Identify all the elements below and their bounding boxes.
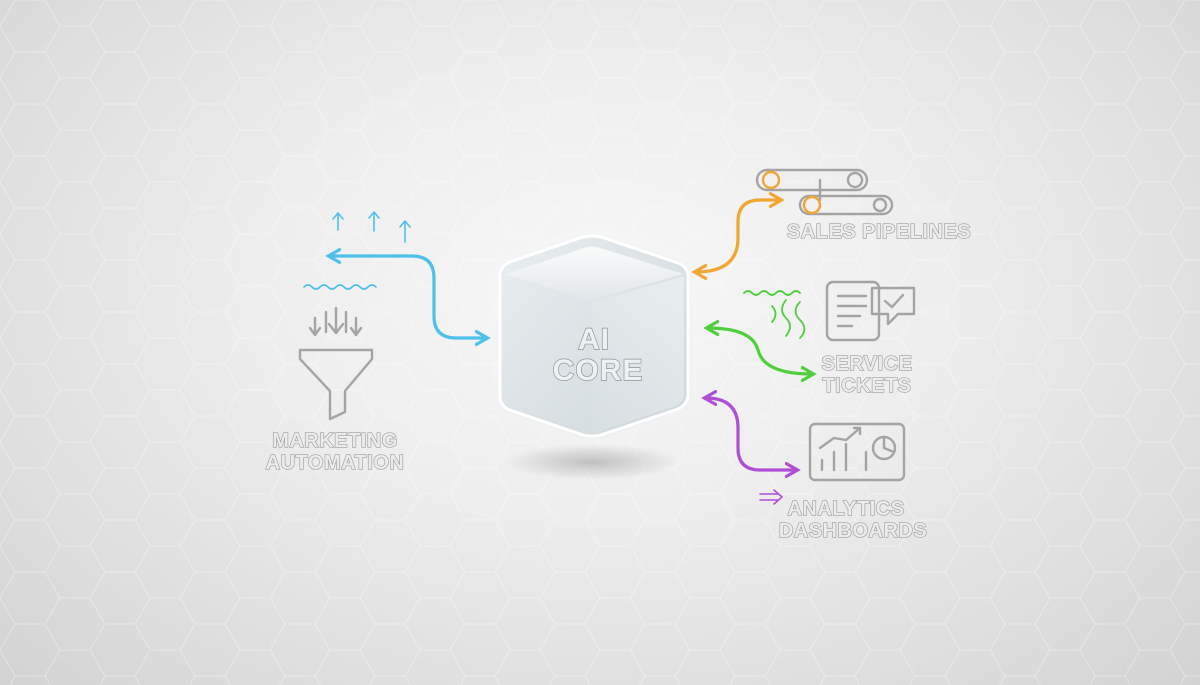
pipeline-icon bbox=[755, 168, 894, 216]
cube-right-face bbox=[592, 276, 684, 433]
double-arrow-icon bbox=[759, 489, 783, 505]
service-tickets-node[interactable]: SERVICE TICKETS bbox=[703, 280, 916, 398]
analytics-dashboards-node[interactable]: ANALYTICS DASHBOARDS bbox=[701, 390, 927, 543]
core-label-line2: CORE bbox=[553, 354, 644, 387]
dashboard-chart-icon bbox=[808, 422, 906, 482]
cube-shadow bbox=[504, 444, 680, 480]
marketing-connector-arrow bbox=[325, 248, 491, 346]
ai-core-cube[interactable]: AI CORE bbox=[498, 234, 690, 480]
cube-top-face bbox=[505, 246, 684, 300]
analytics-label-line2: DASHBOARDS bbox=[779, 520, 927, 542]
service-connector-arrow bbox=[703, 320, 817, 382]
funnel-icon bbox=[298, 306, 374, 421]
upward-arrows-icon bbox=[332, 211, 411, 243]
analytics-connector-arrow bbox=[701, 390, 801, 478]
sales-label: SALES PIPELINES bbox=[787, 221, 971, 243]
core-label-line1: AI bbox=[578, 323, 610, 356]
ticket-document-icon bbox=[825, 280, 916, 342]
marketing-automation-node[interactable]: MARKETING AUTOMATION bbox=[265, 211, 491, 475]
marketing-label-line1: MARKETING bbox=[272, 430, 398, 452]
squiggle-lines-icon bbox=[743, 290, 806, 339]
sales-connector-arrow bbox=[691, 192, 785, 280]
service-label-line2: TICKETS bbox=[822, 375, 911, 397]
analytics-label-line1: ANALYTICS bbox=[787, 498, 904, 520]
service-label-line1: SERVICE bbox=[822, 353, 913, 375]
signal-wave-icon bbox=[303, 284, 377, 290]
marketing-label-line2: AUTOMATION bbox=[266, 452, 405, 474]
sales-pipelines-node[interactable]: SALES PIPELINES bbox=[691, 168, 971, 280]
